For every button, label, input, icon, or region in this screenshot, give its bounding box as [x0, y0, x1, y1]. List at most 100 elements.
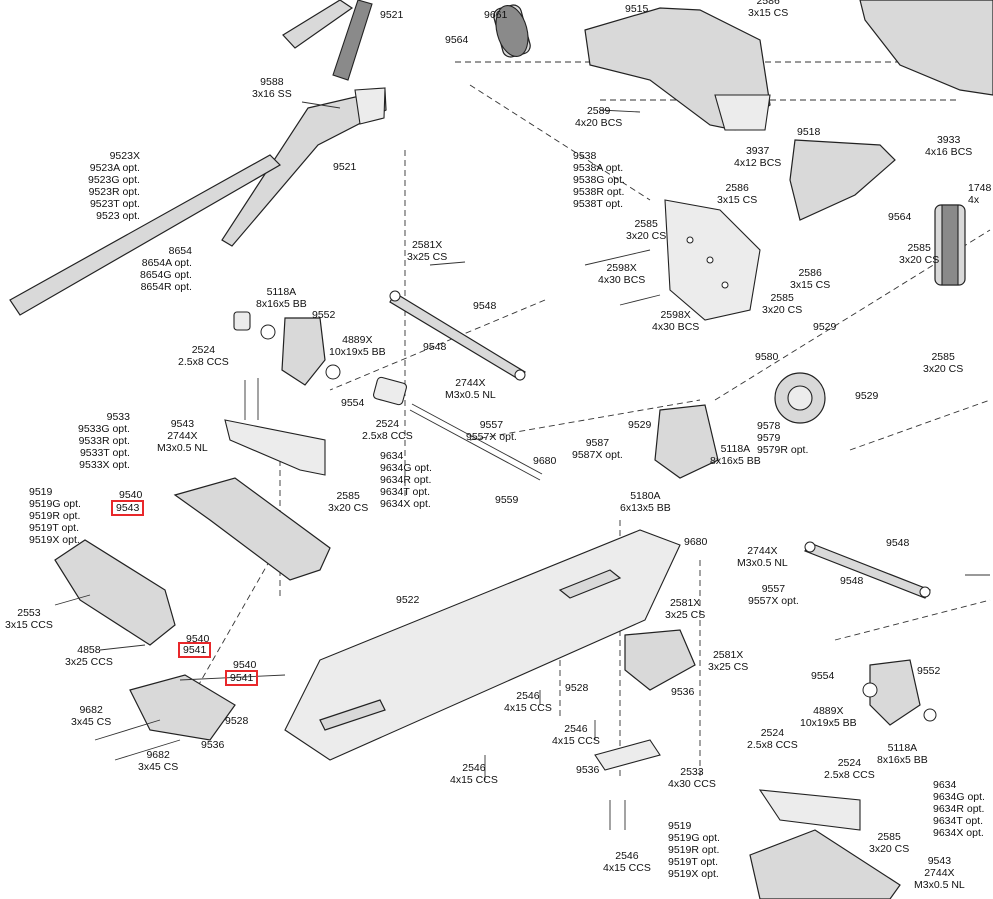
bulkhead-center — [664, 199, 761, 321]
label-2585-a: 2585 3x20 CS — [626, 218, 667, 242]
label-9541-highlighted-b: 9541 — [225, 670, 259, 686]
label-2586-top: 2586 3x15 CS — [748, 0, 789, 19]
label-9682-b: 9682 3x45 CS — [138, 749, 179, 773]
label-2533: 2533 4x30 CCS — [668, 766, 716, 790]
differential-assembly — [654, 372, 826, 479]
label-2524-a: 2524 2.5x8 CCS — [178, 344, 229, 368]
chassis-plate — [284, 529, 681, 761]
steering-block-right — [862, 659, 937, 726]
label-9540-c: 9540 — [233, 659, 257, 671]
label-9580: 9580 — [755, 351, 779, 363]
label-2581x-a: 2581X 3x25 CS — [407, 239, 448, 263]
label-9552-a: 9552 — [312, 309, 336, 321]
label-9538: 9538 9538A opt. 9538G opt. 9538R opt. 95… — [573, 150, 625, 210]
label-9559: 9559 — [495, 494, 519, 506]
label-9529-c: 9529 — [628, 419, 652, 431]
label-9554-a: 9554 — [341, 397, 365, 409]
body-shell-corner — [859, 0, 993, 96]
label-2586-mid: 2586 3x15 CS — [717, 182, 758, 206]
front-bumper — [54, 539, 176, 646]
label-9548-c: 9548 — [886, 537, 910, 549]
label-9528-a: 9528 — [565, 682, 589, 694]
label-9523x: 9523X 9523A opt. 9523G opt. 9523R opt. 9… — [88, 150, 140, 222]
bumper-mount — [129, 674, 236, 741]
driveshaft-front — [373, 376, 543, 481]
suspension-arm-left — [173, 419, 331, 581]
label-9519-a: 9519 9519G opt. 9519R opt. 9519T opt. 95… — [29, 486, 81, 546]
label-9682-a: 9682 3x45 CS — [71, 704, 112, 728]
label-9519-b: 9519 9519G opt. 9519R opt. 9519T opt. 95… — [668, 820, 720, 880]
label-2546-c: 2546 4x15 CCS — [450, 762, 498, 786]
label-9552-b: 9552 — [917, 665, 941, 677]
label-9529-a: 9529 — [813, 321, 837, 333]
steering-block-left — [233, 311, 341, 386]
label-9521-mid: 9521 — [333, 161, 357, 173]
label-3933: 3933 4x16 BCS — [925, 134, 973, 158]
label-2524-b: 2524 2.5x8 CCS — [362, 418, 413, 442]
label-2524-c: 2524 2.5x8 CCS — [747, 727, 798, 751]
label-9515: 9515 — [625, 3, 649, 15]
label-2581x-c: 2581X 3x25 CS — [708, 649, 749, 673]
label-9541-highlighted-a: 9541 — [178, 642, 212, 658]
label-2585-f: 2585 3x20 CS — [869, 831, 910, 855]
skid-plate-top — [584, 7, 771, 131]
label-2585-e: 2585 3x20 CS — [328, 490, 369, 514]
label-9536-a: 9536 — [671, 686, 695, 698]
body-mount-rods — [9, 0, 387, 316]
label-2553: 2553 3x15 CCS — [5, 607, 53, 631]
label-9529-b: 9529 — [855, 390, 879, 402]
label-9557-b: 9557 9557X opt. — [748, 583, 799, 607]
label-9578: 9578 9579 9579R opt. — [757, 420, 809, 456]
label-1748: 1748 4x — [968, 182, 992, 206]
label-9634-a: 9634 9634G opt. 9634R opt. 9634T opt. 96… — [380, 450, 432, 510]
label-9521-top: 9521 — [380, 9, 404, 21]
label-5118a-a: 5118A 8x16x5 BB — [256, 286, 307, 310]
label-9543-highlighted: 9543 — [111, 500, 145, 516]
label-2546-d: 2546 4x15 CCS — [603, 850, 651, 874]
label-9536-c: 9536 — [576, 764, 600, 776]
label-2586-b: 2586 3x15 CS — [790, 267, 831, 291]
label-9661: 9661 — [484, 9, 508, 21]
label-9548-d: 9548 — [840, 575, 864, 587]
label-2524-d: 2524 2.5x8 CCS — [824, 757, 875, 781]
label-8654: 8654 8654A opt. 8654G opt. 8654R opt. — [140, 245, 192, 293]
label-2585-c: 2585 3x20 CS — [762, 292, 803, 316]
label-2744x-b: 2744X M3x0.5 NL — [737, 545, 788, 569]
label-2585-b: 2585 3x20 CS — [899, 242, 940, 266]
label-9533: 9533 9533G opt. 9533R opt. 9533T opt. 95… — [78, 411, 130, 471]
label-9518: 9518 — [797, 126, 821, 138]
label-5180a: 5180A 6x13x5 BB — [620, 490, 671, 514]
label-2598x-a: 2598X 4x30 BCS — [598, 262, 646, 286]
label-9548-a: 9548 — [473, 300, 497, 312]
label-9522: 9522 — [396, 594, 420, 606]
shock-right — [934, 204, 966, 286]
camber-link-upper — [389, 290, 526, 381]
screw-leaders — [54, 101, 990, 830]
label-9543-a: 9543 2744X M3x0.5 NL — [157, 418, 208, 454]
label-5118a-c: 5118A 8x16x5 BB — [877, 742, 928, 766]
label-4889x-b: 4889X 10x19x5 BB — [800, 705, 857, 729]
label-5118a-b: 5118A 8x16x5 BB — [710, 443, 761, 467]
label-9587: 9587 9587X opt. — [572, 437, 623, 461]
label-9528-b: 9528 — [225, 715, 249, 727]
shock-tower-right — [789, 139, 896, 221]
label-9548-b: 9548 — [423, 341, 447, 353]
label-9536-b: 9536 — [201, 739, 225, 751]
label-9680-b: 9680 — [684, 536, 708, 548]
shock-assembly-top — [493, 4, 531, 58]
label-3937: 3937 4x12 BCS — [734, 145, 782, 169]
label-9540-a: 9540 — [119, 489, 143, 501]
label-9554-b: 9554 — [811, 670, 835, 682]
label-2585-d: 2585 3x20 CS — [923, 351, 964, 375]
label-9543-b: 9543 2744X M3x0.5 NL — [914, 855, 965, 891]
label-2581x-b: 2581X 3x25 CS — [665, 597, 706, 621]
label-9680-a: 9680 — [533, 455, 557, 467]
label-2546-b: 2546 4x15 CCS — [552, 723, 600, 747]
label-9634-b: 9634 9634G opt. 9634R opt. 9634T opt. 96… — [933, 779, 985, 839]
label-9557-a: 9557 9557X opt. — [466, 419, 517, 443]
label-2546-a: 2546 4x15 CCS — [504, 690, 552, 714]
label-9564-right: 9564 — [888, 211, 912, 223]
label-9564-left: 9564 — [445, 34, 469, 46]
